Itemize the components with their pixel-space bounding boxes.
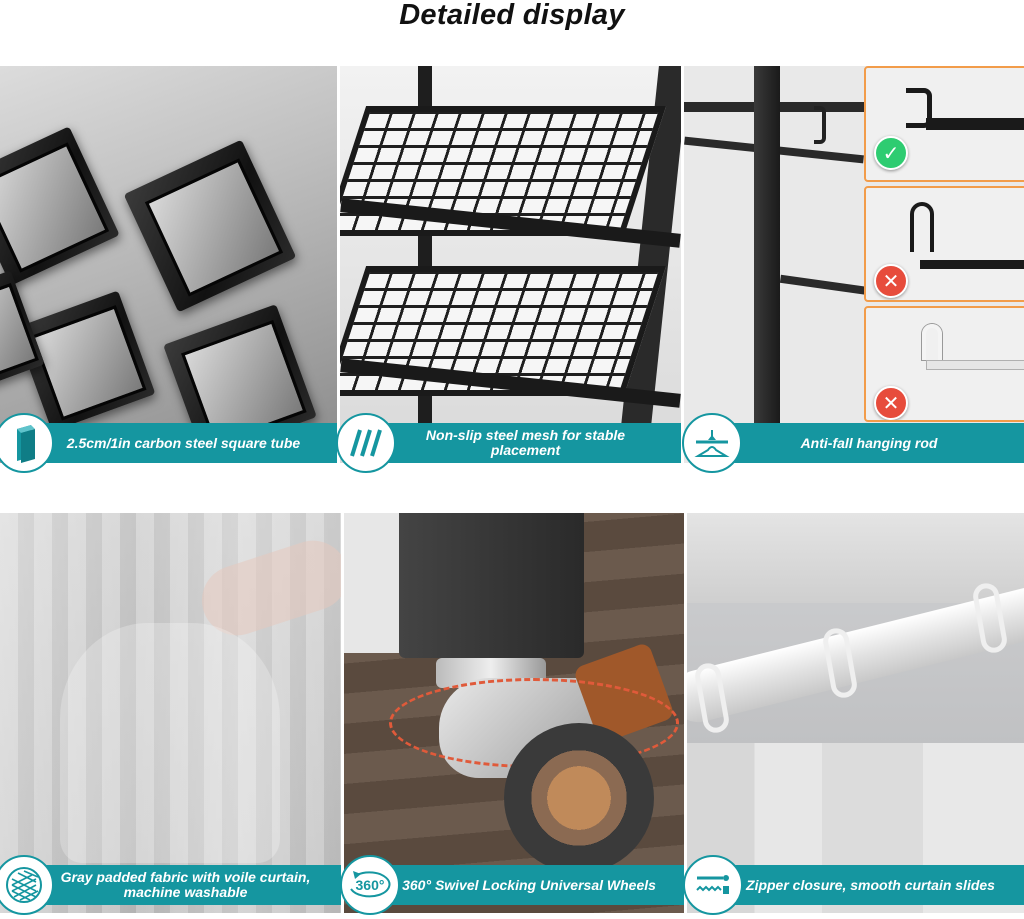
caption-bar: Anti-fall hanging rod — [714, 423, 1024, 463]
steel-mesh-photo — [340, 66, 681, 463]
badge-curtain-rod — [683, 855, 743, 915]
panel-steel-tube — [0, 66, 337, 463]
mesh-slash-icon — [350, 429, 382, 457]
swivel-wheel-photo — [344, 513, 684, 913]
hanging-rod-photo: ✓ ✕ ✕ — [684, 66, 1024, 463]
caption-text: Anti-fall hanging rod — [800, 434, 938, 451]
caption-bar: Non-slip steel mesh for stable placement — [370, 423, 681, 463]
caption-text: 2.5cm/1in carbon steel square tube — [66, 434, 301, 451]
badge-hanging-rod — [682, 413, 742, 473]
panel-fabric — [0, 513, 341, 913]
steel-tube — [123, 139, 297, 313]
panel-swivel-wheel — [344, 513, 684, 913]
square-tube-icon — [17, 425, 35, 463]
rotate-360-icon: 360° — [345, 865, 395, 905]
caption-text: Zipper closure, smooth curtain slides — [746, 876, 995, 893]
steel-tube — [0, 126, 120, 286]
fabric-photo — [0, 513, 341, 913]
fabric-weave-icon — [6, 867, 42, 903]
wrong-cross-icon: ✕ — [874, 264, 908, 298]
panel-hanging-rod: ✓ ✕ ✕ — [684, 66, 1024, 463]
panel-steel-mesh — [340, 66, 681, 463]
badge-swivel-wheel: 360° — [340, 855, 400, 915]
caption-bar: 360° Swivel Locking Universal Wheels — [374, 865, 684, 905]
steel-tube-photo — [0, 66, 337, 463]
hanger-scale-icon — [694, 430, 730, 457]
caption-bar: Gray padded fabric with voile curtain, m… — [30, 865, 341, 905]
zipper-icon — [696, 875, 729, 894]
curtain-rod-photo — [687, 513, 1024, 913]
caption-text: Non-slip steel mesh for stable placement — [425, 427, 626, 458]
hook-compare-correct: ✓ — [864, 66, 1024, 182]
caption-text: 360° Swivel Locking Universal Wheels — [402, 876, 656, 893]
caption-bar: 2.5cm/1in carbon steel square tube — [30, 423, 337, 463]
caption-bar: Zipper closure, smooth curtain slides — [717, 865, 1024, 905]
hook-compare-wrong: ✕ — [864, 306, 1024, 422]
page-title: Detailed display — [399, 0, 625, 31]
hook-compare-wrong: ✕ — [864, 186, 1024, 302]
correct-check-icon: ✓ — [874, 136, 908, 170]
badge-fabric — [0, 855, 54, 915]
caption-text: Gray padded fabric with voile curtain, m… — [60, 869, 311, 900]
badge-steel-mesh — [336, 413, 396, 473]
wrong-cross-icon: ✕ — [874, 386, 908, 420]
badge-360-text: 360° — [355, 877, 385, 893]
panel-curtain-rod — [687, 513, 1024, 913]
badge-steel-tube — [0, 413, 54, 473]
